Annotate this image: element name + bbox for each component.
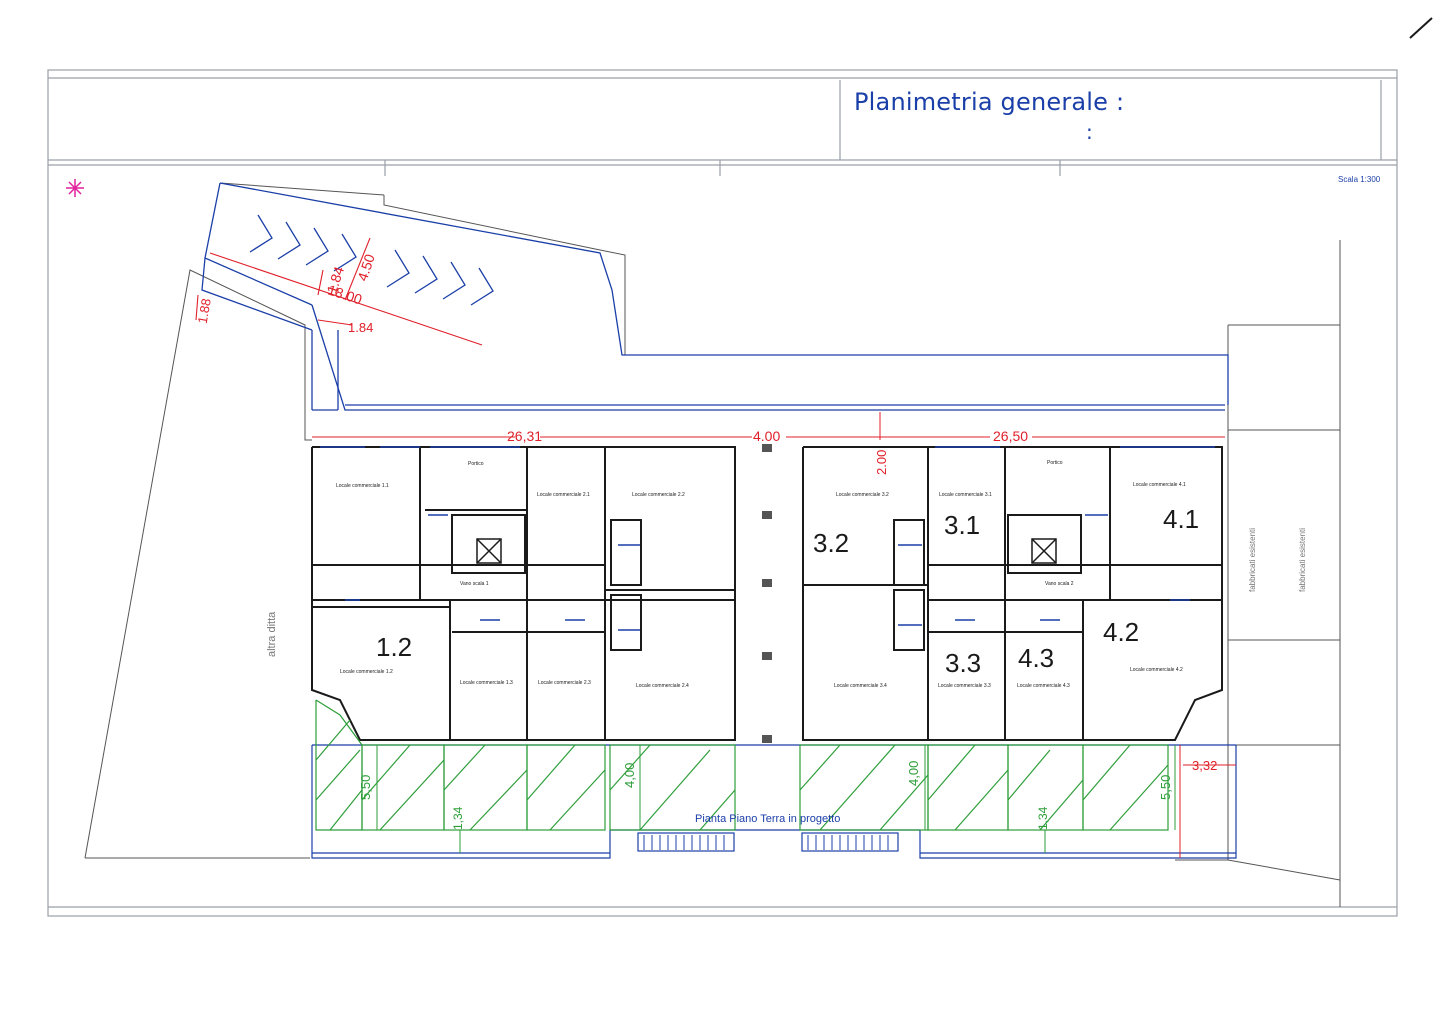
unit-labels: 1.2 Locale commerciale 1.2 3.2 Locale co… (340, 482, 1199, 689)
dim-2631: 26,31 (507, 428, 542, 444)
plan-caption: Pianta Piano Terra in progetto (695, 813, 840, 825)
label-portico1: Portico (468, 461, 484, 467)
label-lc11: Locale commerciale 1.1 (336, 483, 389, 489)
room-labels: Locale commerciale 1.1 Locale commercial… (336, 460, 1074, 689)
outer-lines (311, 744, 1237, 859)
side-label-right-2: fabbricati esistenti (1298, 528, 1307, 592)
door-marks (320, 446, 1215, 631)
label-portico2: Portico (1047, 460, 1063, 466)
main-dimension-line (312, 412, 1236, 858)
dim-450: 4.50 (354, 252, 378, 283)
unit-label-1-2: Locale commerciale 1.2 (340, 669, 393, 675)
unit-label-3-2: Locale commerciale 3.2 (836, 492, 889, 498)
title-colon: : (1086, 120, 1093, 144)
site-boundary (84, 182, 1341, 907)
scale-label: Scala 1:300 (1338, 175, 1381, 184)
lift-icon (476, 538, 1057, 564)
dim-550b: 5,50 (1158, 775, 1173, 800)
unit-label-3-1: Locale commerciale 3.1 (939, 492, 992, 498)
railing-hatch (643, 835, 889, 850)
dim-400c: 4,00 (906, 761, 921, 786)
dim-400: 4.00 (753, 428, 780, 444)
dim-2650: 26,50 (993, 428, 1028, 444)
dim-184b: 1.84 (348, 320, 373, 335)
label-lc24: Locale commerciale 2.4 (636, 683, 689, 689)
sheet-frame (47, 69, 1398, 917)
parking-dimensions (195, 237, 483, 346)
north-arrow-icon (66, 179, 84, 197)
building-walls (311, 446, 1223, 741)
dim-188: 1.88 (195, 297, 214, 325)
dim-550a: 5,50 (358, 775, 373, 800)
label-lc21: Locale commerciale 2.1 (537, 492, 590, 498)
unit-label-4-1: Locale commerciale 4.1 (1133, 482, 1186, 488)
unit-label-3-3: Locale commerciale 3.3 (938, 683, 991, 689)
garden-areas (315, 699, 1169, 831)
dim-134a: 1,34 (451, 806, 465, 830)
unit-num-4-1: 4.1 (1163, 504, 1199, 534)
unit-num-3-3: 3.3 (945, 648, 981, 678)
unit-num-4-2: 4.2 (1103, 617, 1139, 647)
parking-area (201, 182, 1229, 411)
label-lc23: Locale commerciale 2.3 (538, 680, 591, 686)
dim-200: 2.00 (874, 450, 889, 475)
label-lc22: Locale commerciale 2.2 (632, 492, 685, 498)
label-lc34: Locale commerciale 3.4 (834, 683, 887, 689)
dim-400b: 4,00 (622, 763, 637, 788)
unit-num-4-3: 4.3 (1018, 643, 1054, 673)
label-vano2: Vano scala 2 (1045, 581, 1074, 587)
side-label-right-1: fabbricati esistenti (1248, 528, 1257, 592)
dim-332: 3,32 (1192, 758, 1217, 773)
label-vano1: Vano scala 1 (460, 581, 489, 587)
corridor-columns (762, 444, 772, 743)
unit-label-4-3: Locale commerciale 4.3 (1017, 683, 1070, 689)
unit-num-3-2: 3.2 (813, 528, 849, 558)
dim-134b: 1,34 (1036, 806, 1050, 830)
dim-1800: 18.00 (326, 281, 364, 307)
side-label-left: altra ditta (266, 611, 278, 657)
unit-num-1-2: 1.2 (376, 632, 412, 662)
label-lc13: Locale commerciale 1.3 (460, 680, 513, 686)
unit-label-4-2: Locale commerciale 4.2 (1130, 667, 1183, 673)
corner-mark (1409, 17, 1433, 39)
unit-num-3-1: 3.1 (944, 510, 980, 540)
page-title: Planimetria generale : (854, 88, 1125, 116)
garden-dim-lines (376, 745, 1176, 853)
parking-chevrons (249, 214, 494, 306)
